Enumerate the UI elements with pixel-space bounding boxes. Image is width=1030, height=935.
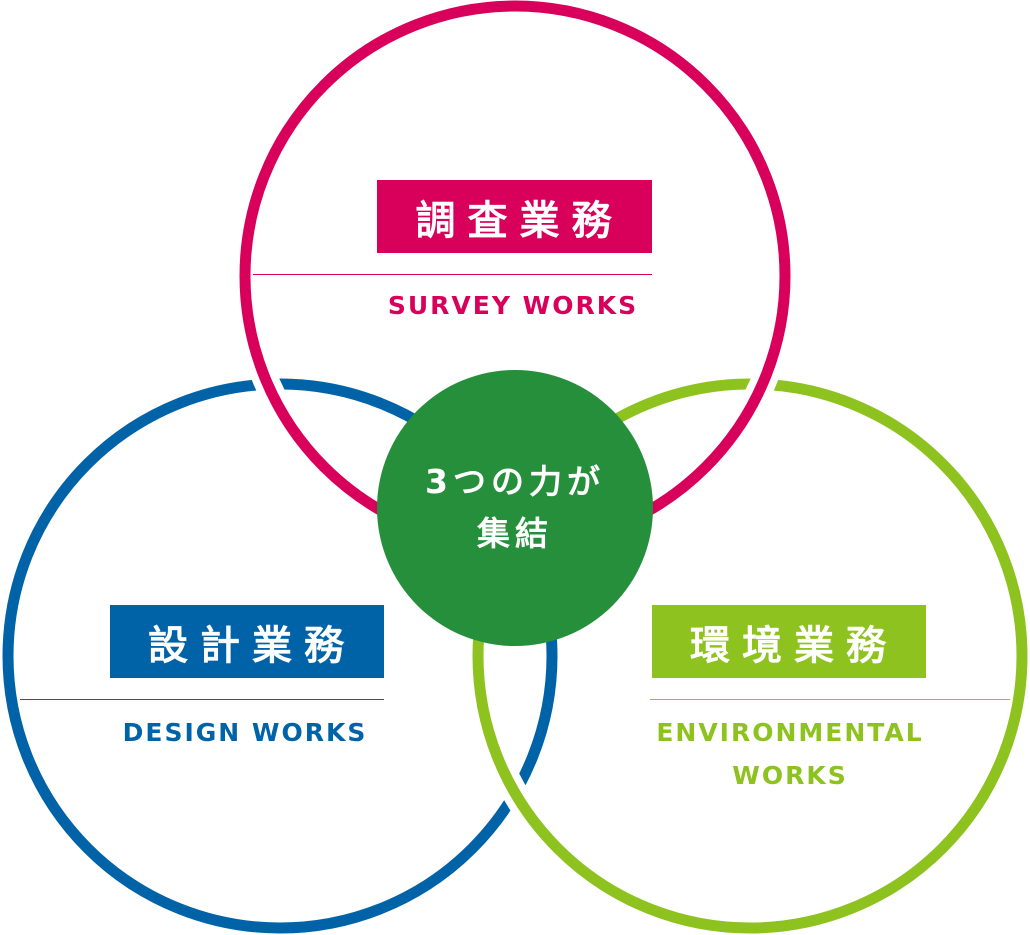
- environmental-subtitle-line2: WORKS: [732, 761, 848, 790]
- design-title: 設計業務: [110, 605, 384, 678]
- environmental-divider: [650, 699, 1010, 700]
- design-subtitle: DESIGN WORKS: [122, 718, 368, 747]
- center-text-line1: 3つの力が: [425, 462, 605, 501]
- center-text-line2: 集結: [477, 514, 553, 553]
- survey-subtitle: SURVEY WORKS: [387, 291, 639, 320]
- survey-divider: [253, 274, 652, 275]
- environmental-subtitle-line1: ENVIRONMENTAL: [656, 718, 924, 747]
- environmental-title: 環境業務: [652, 605, 926, 678]
- design-divider: [20, 699, 384, 700]
- survey-title: 調査業務: [377, 180, 652, 253]
- center-circle: 3つの力が 集結: [377, 370, 653, 646]
- environmental-subtitle: ENVIRONMENTAL WORKS: [630, 711, 950, 797]
